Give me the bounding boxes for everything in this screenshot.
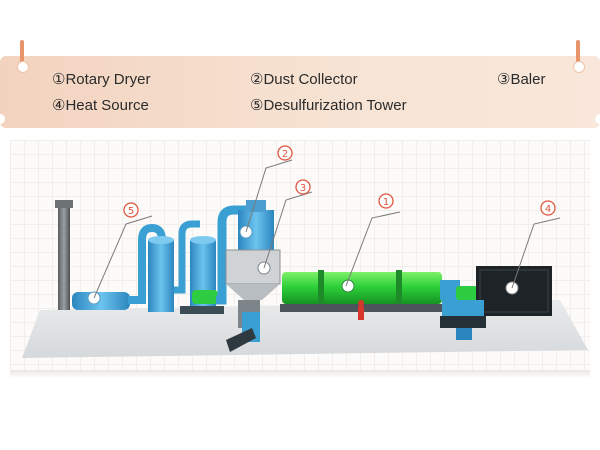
callout-line-1 bbox=[345, 211, 401, 287]
pump-base bbox=[180, 306, 224, 314]
tower-pipe-left bbox=[128, 223, 166, 304]
dryer-ring-2 bbox=[396, 270, 402, 306]
banner-pin-right bbox=[573, 40, 585, 73]
tower-connector bbox=[174, 220, 200, 294]
legend-rotary-dryer: ①Rotary Dryer bbox=[52, 71, 151, 88]
operator-head bbox=[358, 300, 364, 306]
legend-desulfurization-tower: ⑤Desulfurization Tower bbox=[250, 97, 407, 114]
tower-1 bbox=[148, 240, 174, 312]
pump-green bbox=[192, 290, 218, 304]
feeder-bin bbox=[442, 300, 484, 316]
legend-heat-source: ④Heat Source bbox=[52, 97, 149, 114]
legend-dust-collector: ②Dust Collector bbox=[250, 71, 358, 88]
dryer-ring-1 bbox=[318, 270, 324, 306]
dryer-outlet bbox=[440, 280, 460, 300]
callout-line-3 bbox=[263, 191, 313, 269]
desulfurization-duct bbox=[72, 292, 130, 310]
chimney-stack bbox=[58, 205, 70, 310]
callout-line-2 bbox=[245, 159, 293, 233]
callout-number-4: 4 bbox=[545, 204, 551, 215]
dryer-base bbox=[280, 304, 450, 312]
callout-badge-2: 2 bbox=[277, 145, 293, 161]
chimney-cap bbox=[55, 200, 73, 208]
callout-badge-5: 5 bbox=[123, 202, 139, 218]
callout-number-3: 3 bbox=[300, 183, 306, 194]
tower-2-top bbox=[190, 236, 216, 244]
dust-collector-top bbox=[246, 200, 266, 212]
dryer-feed-connector bbox=[456, 286, 478, 300]
heat-source-panel bbox=[479, 269, 549, 313]
callout-number-1: 1 bbox=[383, 197, 389, 208]
scene-shadow bbox=[10, 370, 590, 378]
feeder-outlet bbox=[456, 328, 472, 340]
tower-1-top bbox=[148, 236, 174, 244]
baler-belt bbox=[226, 328, 256, 352]
banner-notch-right bbox=[595, 114, 600, 124]
legend-baler: ③Baler bbox=[497, 71, 546, 88]
callout-number-5: 5 bbox=[128, 206, 134, 217]
callout-badge-4: 4 bbox=[540, 200, 556, 216]
callout-line-5 bbox=[93, 215, 153, 299]
callout-number-2: 2 bbox=[282, 149, 288, 160]
callout-line-4 bbox=[511, 217, 561, 289]
callout-badge-3: 3 bbox=[295, 179, 311, 195]
collector-pipe bbox=[216, 205, 246, 305]
baler-hopper bbox=[225, 249, 281, 285]
legend-banner bbox=[0, 56, 600, 128]
operator-figure bbox=[358, 306, 364, 320]
rotary-dryer-drum bbox=[282, 272, 442, 304]
feeder-frame bbox=[440, 316, 486, 328]
callout-badge-1: 1 bbox=[378, 193, 394, 209]
baler-chute bbox=[226, 284, 280, 300]
banner-notch-left bbox=[0, 114, 5, 124]
banner-pin-left bbox=[17, 40, 29, 73]
